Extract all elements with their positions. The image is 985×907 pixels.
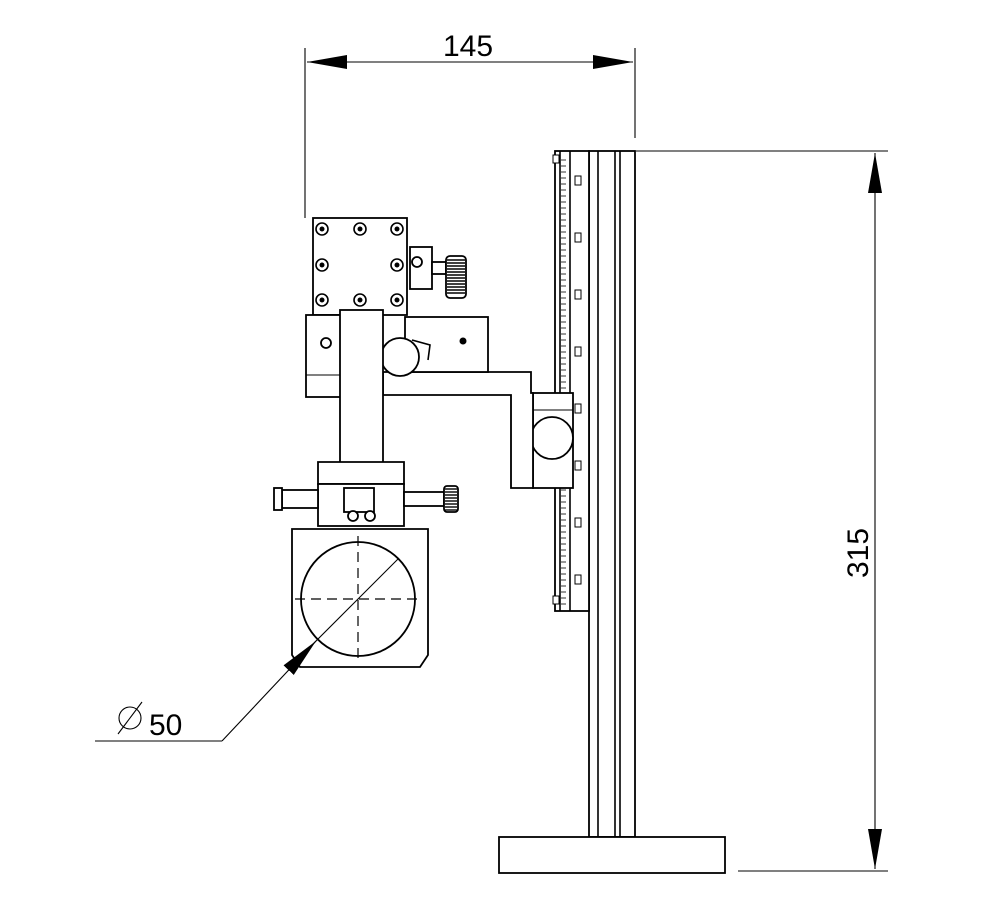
stage-micrometer-right	[403, 491, 445, 507]
rail-slot	[574, 517, 582, 528]
plate-hole-center	[319, 226, 325, 232]
adjust-screw-head	[411, 256, 423, 268]
diameter-symbol-circle	[118, 706, 142, 730]
rail-slot	[574, 460, 582, 471]
vertical-column	[317, 309, 405, 485]
rail-slots	[552, 154, 582, 605]
stage-carriage	[343, 487, 375, 513]
rail-slot	[574, 232, 582, 243]
post-body	[588, 150, 636, 838]
plate-hole-center	[394, 262, 400, 268]
side-bracket-screw	[320, 337, 332, 349]
lens-holder	[291, 528, 429, 668]
plate-hole-center	[319, 262, 325, 268]
stage-micrometer-left	[281, 489, 319, 509]
stage-screw-left	[347, 510, 359, 522]
clamp-block-screw	[459, 337, 467, 345]
diameter-symbol-slash	[117, 701, 143, 735]
arm-body	[382, 371, 534, 489]
stage-micrometer-right-knob	[443, 485, 459, 513]
side-bracket-body	[305, 314, 342, 398]
clamp-knob	[380, 337, 420, 377]
column-foot	[317, 461, 405, 485]
plate-hole-center	[394, 226, 400, 232]
rail-end-screw	[552, 154, 560, 164]
horizontal-arm	[382, 371, 534, 489]
diameter-leader-line	[221, 640, 317, 742]
plate-hole-center	[394, 297, 400, 303]
rail-end-screw	[552, 595, 560, 605]
mounting-plate	[312, 217, 408, 316]
width-dimension: 145	[304, 30, 636, 218]
height-dimension: 315	[636, 150, 888, 872]
rail-carriage	[530, 392, 574, 489]
adjust-knob-knurl	[447, 259, 465, 294]
linear-rail	[552, 150, 590, 612]
adjust-screw-shaft	[431, 261, 447, 275]
fine-adjust-screw	[409, 246, 467, 299]
adjust-screw-housing	[409, 246, 433, 290]
upper-clamp-block	[380, 316, 489, 377]
xy-stage	[273, 483, 459, 527]
clamp-lever	[411, 339, 431, 361]
diameter-dimension-label: 50	[149, 709, 182, 742]
carriage-knob	[530, 416, 574, 460]
plate-hole-center	[319, 297, 325, 303]
height-dimension-label: 315	[842, 528, 875, 578]
stage-screw-right	[364, 510, 376, 522]
rail-slot	[574, 289, 582, 300]
width-dimension-label: 145	[443, 30, 493, 63]
rail-slot	[574, 175, 582, 186]
stage-micrometer-left-cap	[273, 487, 283, 511]
side-bracket	[305, 314, 342, 398]
plate-hole-center	[357, 297, 363, 303]
vertical-post	[588, 150, 636, 838]
rail-slot	[574, 574, 582, 585]
diameter-symbol-icon	[117, 701, 143, 735]
base-plate	[498, 836, 726, 874]
diameter-dimension: 50	[95, 558, 399, 742]
rail-slot	[574, 346, 582, 357]
stage-knob-knurl	[445, 488, 457, 511]
column-body	[339, 309, 384, 466]
plate-holes	[315, 222, 404, 307]
rail-slot	[574, 403, 582, 414]
plate-hole-center	[357, 226, 363, 232]
